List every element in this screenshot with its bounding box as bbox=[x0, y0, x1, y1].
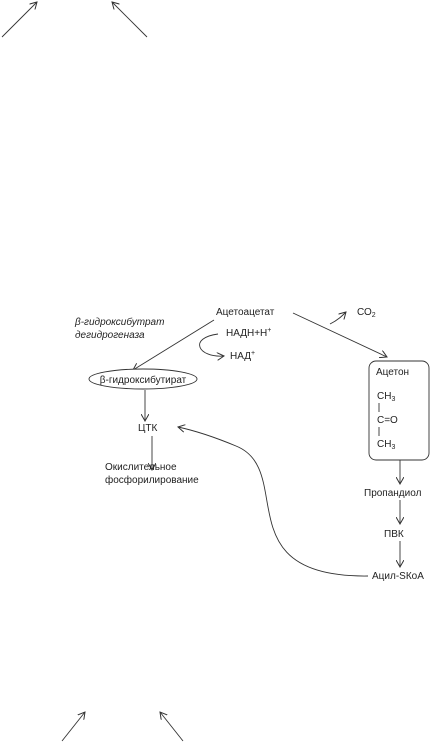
decorative-arrow-top-right bbox=[112, 2, 148, 38]
acyl-scoa-label: Ацил-SКоА bbox=[372, 571, 424, 582]
enzyme-label-line2: дегидрогеназа bbox=[75, 330, 145, 341]
acetoacetate-label: Ацетоацетат bbox=[216, 307, 275, 318]
oxphos-label-line2: фосфорилирование bbox=[105, 474, 199, 486]
decorative-arrow-bottom-right bbox=[160, 712, 184, 742]
decorative-arrow-bottom-left bbox=[61, 712, 85, 742]
arrow-acetoacetate-to-hydroxybutyrate bbox=[133, 319, 215, 370]
ch3-bottom: СН3 bbox=[377, 439, 395, 451]
arrow-to-co2 bbox=[329, 312, 346, 325]
nad-label: НАД+ bbox=[230, 350, 255, 362]
nadh-label: НАДН+Н+ bbox=[226, 327, 271, 339]
decorative-arrow-top-left bbox=[1, 2, 37, 38]
arrow-acetoacetate-to-acetone bbox=[292, 312, 387, 357]
ch3-top: СН3 bbox=[377, 391, 395, 403]
co2-label: СО2 bbox=[357, 307, 376, 319]
carbonyl: С=О bbox=[377, 415, 398, 426]
acetone-label: Ацетон bbox=[376, 367, 409, 378]
arrow-nadh-to-nad bbox=[199, 333, 224, 356]
hydroxybutyrate-label: β-гидроксибутират bbox=[100, 374, 187, 386]
tca-label: ЦТК bbox=[138, 423, 158, 434]
pyruvate-label: ПВК bbox=[384, 529, 404, 540]
propanediol-label: Пропандиол bbox=[364, 488, 422, 499]
hydroxybutyrate-ellipse bbox=[88, 368, 198, 390]
arrow-acyl-scoa-to-tca bbox=[178, 427, 369, 577]
acetone-box bbox=[368, 360, 430, 461]
oxphos-label-line1: Окислительное bbox=[105, 462, 177, 473]
enzyme-label-line1: β-гидроксибутрат bbox=[74, 316, 164, 328]
